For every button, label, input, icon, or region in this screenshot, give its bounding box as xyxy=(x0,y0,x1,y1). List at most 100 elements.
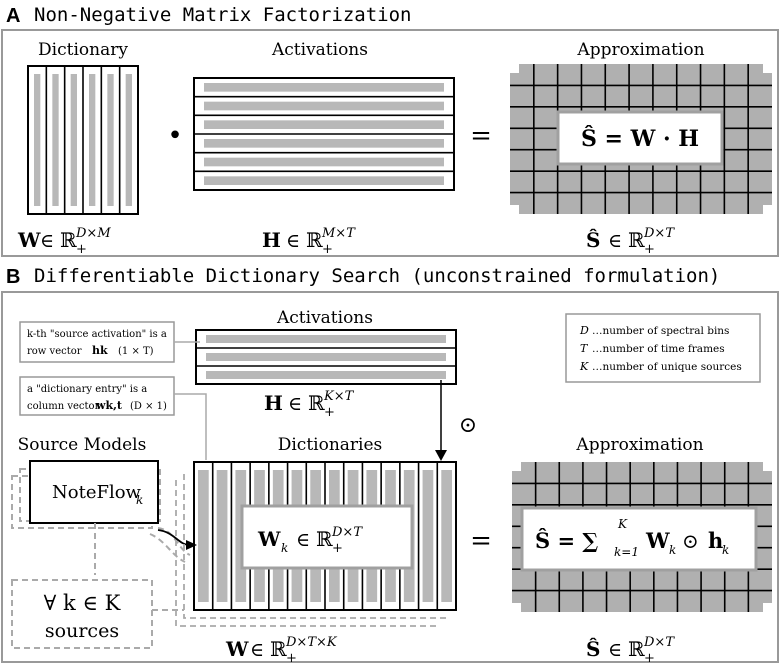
element-of: ∈ xyxy=(608,230,622,252)
panel-a-title: Non-Negative Matrix Factorization xyxy=(34,4,412,26)
matrix-border xyxy=(193,461,457,611)
note-line1: a "dictionary entry" is a xyxy=(27,384,147,395)
plus-sub: + xyxy=(324,405,335,420)
row-bar xyxy=(204,157,444,167)
b-approximation-formula: Ŝ = ∑ K k=1 W k ⊙ h k xyxy=(535,517,729,559)
row-bar xyxy=(204,176,444,185)
hadamard-operator: ⊙ xyxy=(682,529,699,553)
column-bar xyxy=(89,74,96,206)
s-dims: D×T xyxy=(643,226,675,241)
element-of: ∈ xyxy=(250,639,264,661)
column-bar xyxy=(107,74,114,206)
h-subscript: k xyxy=(722,543,729,557)
reals-symbol: ℝ xyxy=(306,228,323,252)
element-of: ∈ xyxy=(288,393,302,415)
b-s-formula: Ŝ ∈ ℝ D×T + xyxy=(586,635,675,666)
noteflow-label: NoteFlow xyxy=(52,482,142,503)
element-of: ∈ xyxy=(296,529,310,551)
hadamard-operator: ⊙ xyxy=(459,413,477,438)
h-symbol: H xyxy=(262,228,281,252)
matrix-border xyxy=(27,65,139,215)
matrix-border xyxy=(193,77,455,191)
note-dims: (D × 1) xyxy=(130,401,167,412)
b-h-formula: H ∈ ℝ K×T + xyxy=(264,389,355,420)
w-formula: W ∈ ℝ D×M + xyxy=(17,226,111,257)
plus-sub: + xyxy=(644,651,655,666)
legend-symbol: K xyxy=(579,360,589,373)
column-bar xyxy=(441,470,452,602)
legend-text: …number of time frames xyxy=(592,343,725,355)
forall-label: ∀ k ∈ K xyxy=(44,591,121,615)
dictionary-formula: W k ∈ ℝ D×T + xyxy=(257,525,363,556)
s-dims: D×T xyxy=(643,635,675,650)
note-line2: row vector xyxy=(27,346,82,357)
note-connector xyxy=(174,393,207,460)
legend-text: …number of unique sources xyxy=(592,361,742,373)
approximation-title: Approximation xyxy=(576,40,704,60)
grid-corner xyxy=(510,64,519,73)
dictionary-matrix xyxy=(27,65,139,215)
plus-sub: + xyxy=(322,242,333,257)
element-of: ∈ xyxy=(40,230,54,252)
column-bar xyxy=(422,470,434,602)
row-bar xyxy=(204,83,444,92)
b-activations-matrix xyxy=(195,329,457,385)
sum-lower: k=1 xyxy=(614,545,639,559)
column-bar xyxy=(125,74,132,206)
h-formula: H ∈ ℝ M×T + xyxy=(262,226,356,257)
plus-sub: + xyxy=(332,541,343,556)
forall-box xyxy=(11,579,153,649)
equals-sign: = xyxy=(470,526,492,556)
dot-operator: • xyxy=(167,121,182,151)
noteflow-arrow-head xyxy=(186,540,197,550)
reals-symbol: ℝ xyxy=(316,527,333,551)
grid-corner xyxy=(763,64,772,73)
row-bar xyxy=(204,139,444,148)
note-line2: column vector xyxy=(27,401,100,412)
row-bar xyxy=(204,101,444,111)
note-source-activation: k-th "source activation" is a row vector… xyxy=(19,321,175,363)
row-bar xyxy=(206,353,446,361)
activations-matrix xyxy=(193,77,455,191)
dashed-flow xyxy=(149,533,186,563)
legend-text: …number of spectral bins xyxy=(592,325,729,337)
w-subscript: k xyxy=(281,541,288,555)
s-formula: Ŝ ∈ ℝ D×T + xyxy=(586,226,675,257)
panel-b-title: Differentiable Dictionary Search (uncons… xyxy=(34,265,720,287)
h-symbol: H xyxy=(264,391,283,415)
row-bar xyxy=(206,335,446,343)
grid-corner xyxy=(763,462,772,471)
dictionary-formula-box xyxy=(240,504,414,570)
b-w-formula: W ∈ ℝ D×T×K + xyxy=(225,635,338,666)
column-bar xyxy=(198,470,209,602)
reals-symbol: ℝ xyxy=(60,228,77,252)
h-dims: M×T xyxy=(321,226,356,241)
forall-sources: sources xyxy=(45,620,119,642)
column-bar xyxy=(70,74,77,206)
column-bar xyxy=(34,74,41,206)
w-symbol: W xyxy=(257,527,281,551)
dims: D×T xyxy=(331,525,363,540)
approximation-formula: Ŝ = W · H xyxy=(581,125,699,152)
legend-symbol: D xyxy=(579,324,589,337)
plus-sub: + xyxy=(76,242,87,257)
column-bar xyxy=(52,74,59,206)
note-box xyxy=(19,376,175,416)
reals-symbol: ℝ xyxy=(628,228,645,252)
s-symbol: Ŝ xyxy=(586,636,600,661)
panel-a-frame xyxy=(1,29,779,257)
dictionary-title: Dictionary xyxy=(38,40,128,60)
s-symbol: Ŝ xyxy=(586,227,600,252)
column-bar xyxy=(216,470,228,602)
reals-symbol: ℝ xyxy=(308,391,325,415)
activations-title: Activations xyxy=(271,40,368,60)
reals-symbol: ℝ xyxy=(628,637,645,661)
h-dims: K×T xyxy=(323,389,355,404)
grid-corner xyxy=(510,205,519,214)
dictionary-stack-shadow xyxy=(175,474,448,627)
sum-upper: K xyxy=(617,517,628,531)
w-dims: D×M xyxy=(75,226,111,241)
